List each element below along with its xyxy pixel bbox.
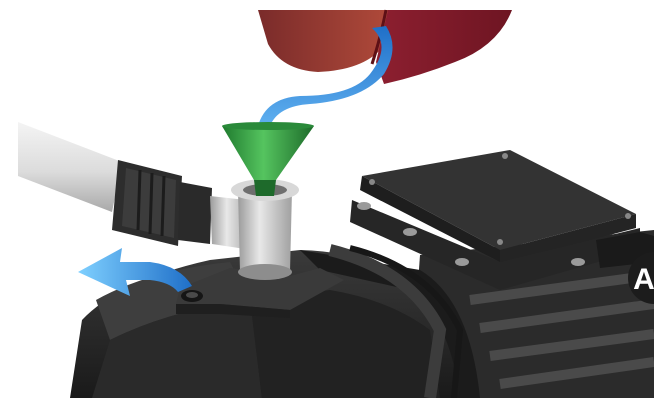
callout-label: A [633,263,654,296]
